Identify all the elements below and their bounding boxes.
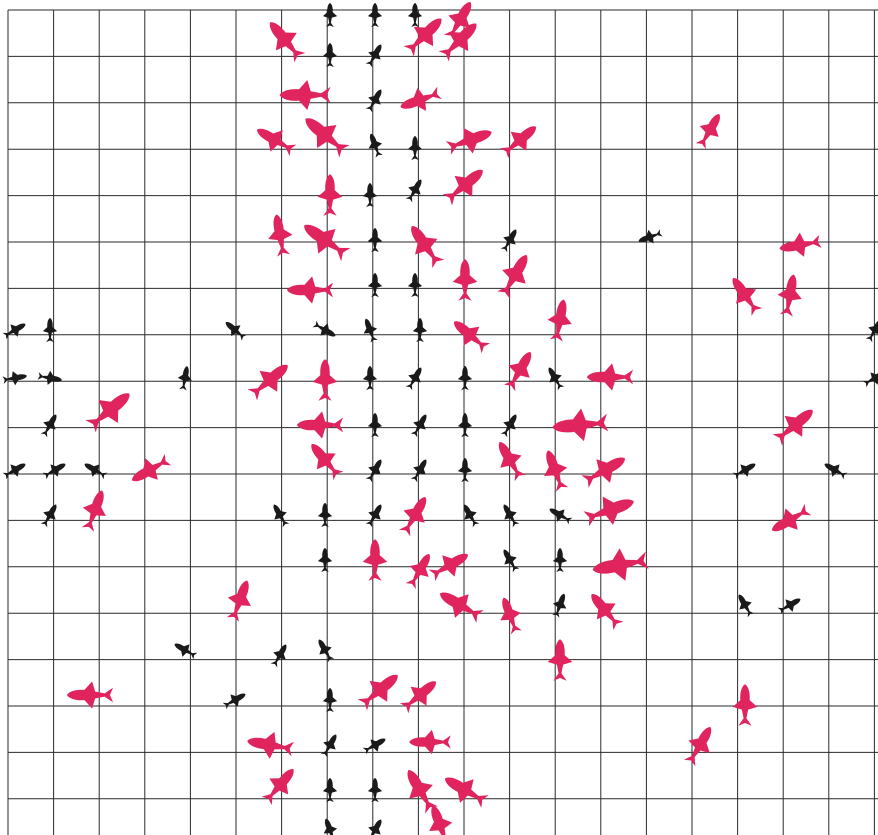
fish-grid-illustration — [0, 0, 878, 835]
fish-grid-canvas — [0, 0, 878, 835]
